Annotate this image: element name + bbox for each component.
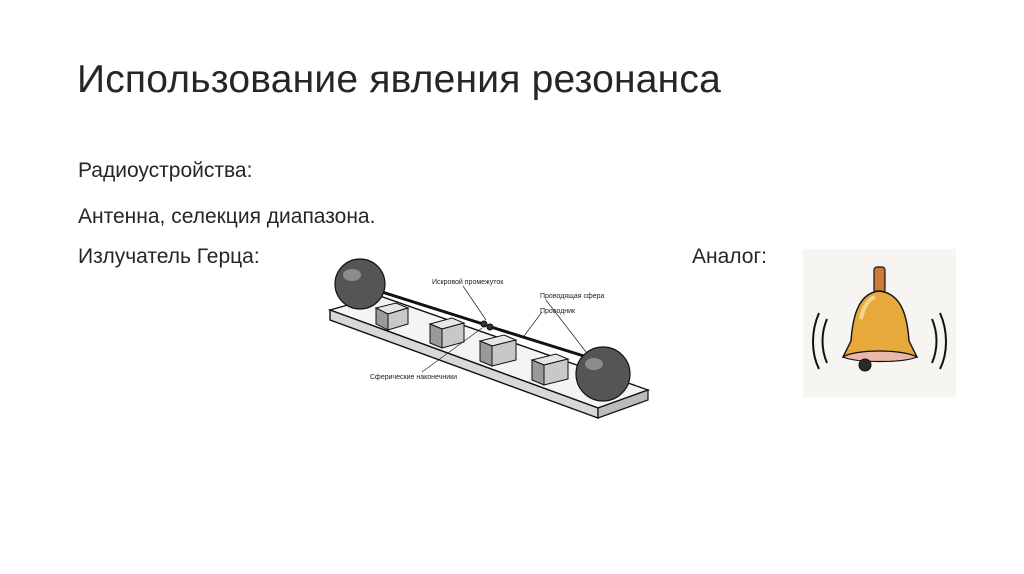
vibration-right-inner [931,318,938,364]
support-mid-right [478,334,518,367]
bell-handle [873,266,886,294]
label-spark-gap: Искровой промежуток [432,278,504,286]
sphere-highlight-right [585,358,603,370]
bell-icon [803,249,956,397]
hertz-emitter-figure: Искровой промежуток Проводящая сфера Про… [327,258,651,420]
leader-sphere [545,299,587,353]
slide-title: Использование явления резонанса [77,58,721,101]
bell-inner [841,350,919,363]
base-board-side [597,389,649,419]
bell-highlight [859,295,876,320]
conducting-sphere-right [575,346,631,402]
leader-conductor [523,311,543,337]
vibration-right-outer [939,312,947,370]
text-line-radio-devices: Радиоустройства: [78,159,253,182]
label-conducting-sphere: Проводящая сфера [540,293,605,300]
label-spherical-tips: Сферические наконечники [370,374,457,381]
spark-tip-left [480,320,488,328]
label-conductor: Проводник [540,308,576,315]
support-mid-left [428,317,466,349]
conducting-sphere-left [334,258,386,310]
support-left [374,302,410,331]
text-line-hertz-emitter: Излучатель Герца: [78,245,260,268]
vibration-left-inner [821,318,828,364]
analog-label: Аналог: [692,245,767,268]
text-line-antenna: Антенна, селекция диапазона. [78,205,376,228]
leader-spark-gap [462,285,487,321]
spark-tip-right [486,323,494,331]
vibration-left-outer [812,312,820,370]
bell-clapper [858,358,872,372]
sphere-highlight-left [343,269,361,281]
support-right [530,353,570,386]
leader-spherical-tips [421,327,483,373]
bell-body [841,290,919,358]
